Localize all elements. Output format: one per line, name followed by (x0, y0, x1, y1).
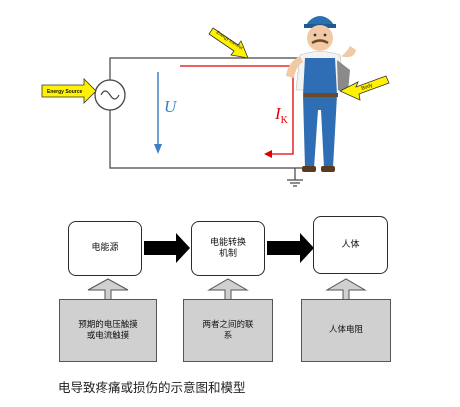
up-arrow-2 (207, 278, 249, 301)
circuit-wires (109, 57, 315, 180)
energy-transfer-arrow (208, 27, 249, 59)
body-box: 人体 (313, 216, 388, 274)
energy-source-box-label: 电能源 (91, 243, 119, 253)
flow-arrow-2 (267, 233, 314, 263)
energy-source-label: Energy Source (47, 89, 83, 95)
body-box-label: 人体 (341, 239, 360, 250)
energy-source-arrow (41, 78, 97, 104)
up-arrow-3 (325, 278, 367, 301)
body-arrow (339, 75, 390, 101)
figure-caption: 电导致疼痛或损伤的示意图和模型 (58, 380, 246, 395)
current-subscript: K (281, 115, 289, 126)
body-resistance-box-label: 人体电阻 (328, 325, 363, 335)
ground-symbol (287, 179, 303, 187)
voltage-label: U (164, 97, 178, 116)
energy-source-box: 电能源 (68, 221, 142, 276)
body-resistance-box: 人体电阻 (301, 299, 391, 362)
worker-illustration (286, 16, 356, 172)
conversion-mechanism-box-label: 电能转换 机制 (209, 237, 246, 259)
body-label: Body (361, 82, 374, 92)
flow-arrow-1 (144, 233, 190, 263)
current-path (180, 65, 294, 155)
touch-voltage-box: 预期的电压触摸 或电流触摸 (59, 299, 157, 362)
touch-voltage-box-label: 预期的电压触摸 或电流触摸 (78, 319, 138, 341)
current-label: IK (274, 104, 289, 126)
voltage-arrow (154, 72, 162, 154)
current-symbol: I (274, 104, 282, 123)
ac-source-icon (94, 79, 126, 111)
relationship-box-label: 两者之间的联 系 (202, 319, 254, 341)
up-arrow-1 (87, 278, 129, 301)
conversion-mechanism-box: 电能转换 机制 (191, 221, 265, 276)
current-arrowhead (264, 150, 272, 158)
relationship-box: 两者之间的联 系 (183, 299, 273, 362)
